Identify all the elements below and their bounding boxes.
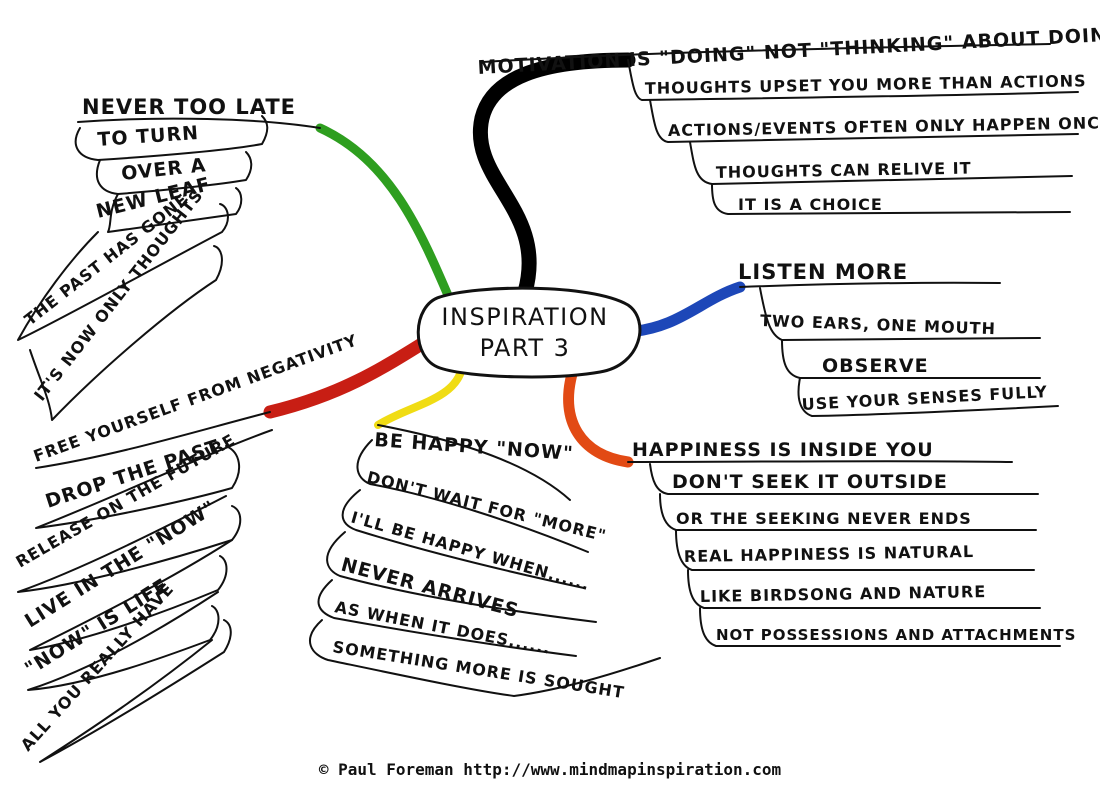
motivation-item: THOUGHTS CAN RELIVE IT bbox=[716, 159, 972, 182]
never-too-late-connector-2 bbox=[95, 151, 253, 195]
listen-item: OBSERVE bbox=[822, 355, 929, 377]
motivation-connector-2 bbox=[649, 99, 1079, 143]
center-title-line2: PART 3 bbox=[480, 334, 571, 362]
motivation-connector-4 bbox=[711, 183, 1071, 215]
motivation-item: IT IS A CHOICE bbox=[738, 195, 883, 214]
happiness-connector bbox=[649, 463, 1039, 495]
motivation-connector bbox=[627, 59, 1079, 101]
negativity-connector bbox=[35, 429, 273, 529]
be-happy-connector-2 bbox=[341, 489, 585, 589]
be-happy-connector-3 bbox=[326, 531, 597, 623]
never-too-late-connector-3 bbox=[107, 187, 243, 233]
negativity-connector-2 bbox=[17, 495, 242, 593]
negativity-connector-5 bbox=[39, 619, 232, 763]
never-too-late-connector bbox=[74, 115, 269, 161]
negativity-underline bbox=[35, 411, 271, 469]
never-too-late-item: TO TURN bbox=[97, 122, 200, 151]
never-too-late-branch bbox=[315, 123, 455, 305]
happiness-underline bbox=[627, 460, 1013, 463]
happiness-connector-3 bbox=[675, 529, 1035, 571]
motivation-title: MOTIVATION IS "DOING" NOT "THINKING" ABO… bbox=[477, 23, 1100, 79]
negativity-branch bbox=[263, 333, 435, 419]
never-too-late-connector-4 bbox=[17, 203, 229, 341]
be-happy-connector-5 bbox=[309, 619, 661, 697]
happiness-item: DON'T SEEK IT OUTSIDE bbox=[672, 471, 948, 493]
be-happy-connector bbox=[356, 439, 589, 553]
motivation-branch bbox=[472, 52, 636, 300]
motivation-underline bbox=[481, 43, 1051, 63]
center-bubble bbox=[416, 286, 642, 379]
happiness-item: LIKE BIRDSONG AND NATURE bbox=[700, 582, 987, 606]
be-happy-title: BE HAPPY "NOW" bbox=[374, 429, 575, 465]
be-happy-underline bbox=[377, 424, 571, 501]
happiness-branch bbox=[563, 368, 634, 468]
motivation-item: ACTIONS/EVENTS OFTEN ONLY HAPPEN ONCE bbox=[668, 113, 1100, 140]
happiness-connector-4 bbox=[687, 569, 1041, 609]
listen-title: LISTEN MORE bbox=[738, 260, 908, 284]
negativity-connector-3 bbox=[29, 539, 233, 651]
be-happy-branch bbox=[374, 364, 466, 429]
listen-underline bbox=[739, 281, 1001, 288]
listen-connector-3 bbox=[797, 377, 1059, 417]
center-title-line1: INSPIRATION bbox=[441, 303, 608, 331]
happiness-item: NOT POSSESSIONS AND ATTACHMENTS bbox=[716, 626, 1076, 644]
happiness-connector-5 bbox=[699, 607, 1061, 647]
happiness-item: OR THE SEEKING NEVER ENDS bbox=[676, 509, 972, 528]
never-too-late-title: NEVER TOO LATE bbox=[82, 95, 296, 119]
happiness-title: HAPPINESS IS INSIDE YOU bbox=[632, 439, 934, 461]
happiness-item: REAL HAPPINESS IS NATURAL bbox=[684, 542, 974, 566]
credit-line: © Paul Foreman http://www.mindmapinspira… bbox=[318, 760, 782, 779]
be-happy-connector-4 bbox=[317, 579, 577, 657]
listen-branch bbox=[622, 281, 746, 338]
never-too-late-connector-5 bbox=[29, 245, 223, 421]
never-too-late-underline bbox=[77, 117, 321, 129]
listen-item: TWO EARS, ONE MOUTH bbox=[760, 311, 996, 338]
negativity-connector-4 bbox=[27, 591, 220, 691]
